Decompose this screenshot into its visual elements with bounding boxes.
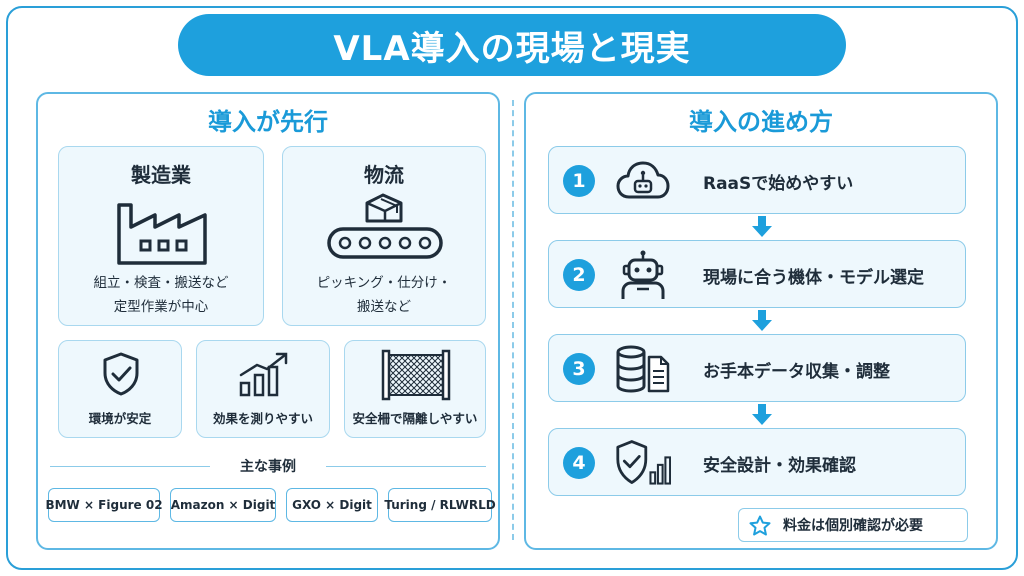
examples-rule-left bbox=[50, 466, 210, 467]
shield-chart-icon bbox=[616, 440, 671, 485]
step-1: 1 RaaSで始めやすい bbox=[548, 146, 966, 214]
manufacturing-desc-line-2: 定型作業が中心 bbox=[113, 299, 209, 315]
robot-icon bbox=[621, 250, 665, 299]
outer-frame bbox=[6, 6, 1018, 570]
adoption-process-panel: 導入の進め方 1 RaaSで始めやすい 2 現場に合う機体・ bbox=[524, 92, 998, 550]
example-tag: Amazon × Digit bbox=[170, 488, 276, 522]
feature-measurable-effect: 効果を測りやすい bbox=[196, 340, 330, 438]
left-panel-heading: 導入が先行 bbox=[208, 108, 328, 136]
step-4: 4 安全設計・効果確認 bbox=[548, 428, 966, 496]
conveyor-icon bbox=[327, 193, 443, 259]
panel-divider bbox=[512, 100, 514, 540]
step-label: RaaSで始めやすい bbox=[703, 173, 854, 194]
step-label: 安全設計・効果確認 bbox=[703, 455, 856, 476]
manufacturing-title: 製造業 bbox=[131, 163, 191, 187]
examples-heading-row: 主な事例 bbox=[50, 456, 486, 476]
examples-heading: 主な事例 bbox=[240, 459, 296, 475]
logistics-title: 物流 bbox=[364, 163, 404, 187]
cloud-robot-icon bbox=[616, 161, 670, 199]
right-panel-heading: 導入の進め方 bbox=[689, 108, 833, 136]
feature-label-fence: 安全柵で隔離しやすい bbox=[352, 411, 478, 426]
pricing-note-text: 料金は個別確認が必要 bbox=[783, 518, 923, 534]
pricing-note: 料金は個別確認が必要 bbox=[738, 508, 968, 542]
step-label: お手本データ収集・調整 bbox=[703, 361, 890, 382]
logistics-card: 物流 ピッキング・仕分け・ 搬送など bbox=[282, 146, 486, 326]
feature-label-measurable: 効果を測りやすい bbox=[212, 411, 313, 426]
step-label: 現場に合う機体・モデル選定 bbox=[703, 267, 924, 288]
arrow-down-icon bbox=[752, 310, 772, 331]
example-tag: GXO × Digit bbox=[286, 488, 378, 522]
manufacturing-card: 製造業 組立・検査・搬送など 定型作業が中心 bbox=[58, 146, 264, 326]
feature-stable-environment: 環境が安定 bbox=[58, 340, 182, 438]
step-2: 2 現場に合う機体・モデル選定 bbox=[548, 240, 966, 308]
adoption-leaders-panel: 導入が先行 製造業 組立・検査・搬送など 定型作業が中心 物流 bbox=[36, 92, 500, 550]
step-number: 4 bbox=[563, 447, 595, 479]
step-number: 3 bbox=[563, 353, 595, 385]
database-document-icon bbox=[616, 345, 670, 393]
factory-icon bbox=[117, 203, 207, 265]
example-tag: Turing / RLWRLD bbox=[384, 488, 496, 522]
step-3: 3 お手本データ収集・調整 bbox=[548, 334, 966, 402]
logistics-desc-line-1: ピッキング・仕分け・ bbox=[316, 275, 452, 291]
feature-safety-fence: 安全柵で隔離しやすい bbox=[344, 340, 486, 438]
example-tag: BMW × Figure 02 bbox=[45, 488, 163, 522]
feature-label-stable: 環境が安定 bbox=[88, 411, 152, 426]
growth-chart-icon bbox=[239, 352, 288, 397]
step-number: 2 bbox=[563, 259, 595, 291]
star-icon bbox=[749, 515, 771, 536]
manufacturing-desc-line-1: 組立・検査・搬送など bbox=[93, 275, 229, 291]
arrow-down-icon bbox=[752, 216, 772, 237]
page-title: VLA導入の現場と現実 bbox=[178, 14, 846, 76]
shield-check-icon bbox=[103, 352, 139, 396]
examples-rule-right bbox=[326, 466, 486, 467]
arrow-down-icon bbox=[752, 404, 772, 425]
step-number: 1 bbox=[563, 165, 595, 197]
safety-fence-icon bbox=[381, 349, 451, 401]
logistics-desc-line-2: 搬送など bbox=[357, 299, 411, 315]
